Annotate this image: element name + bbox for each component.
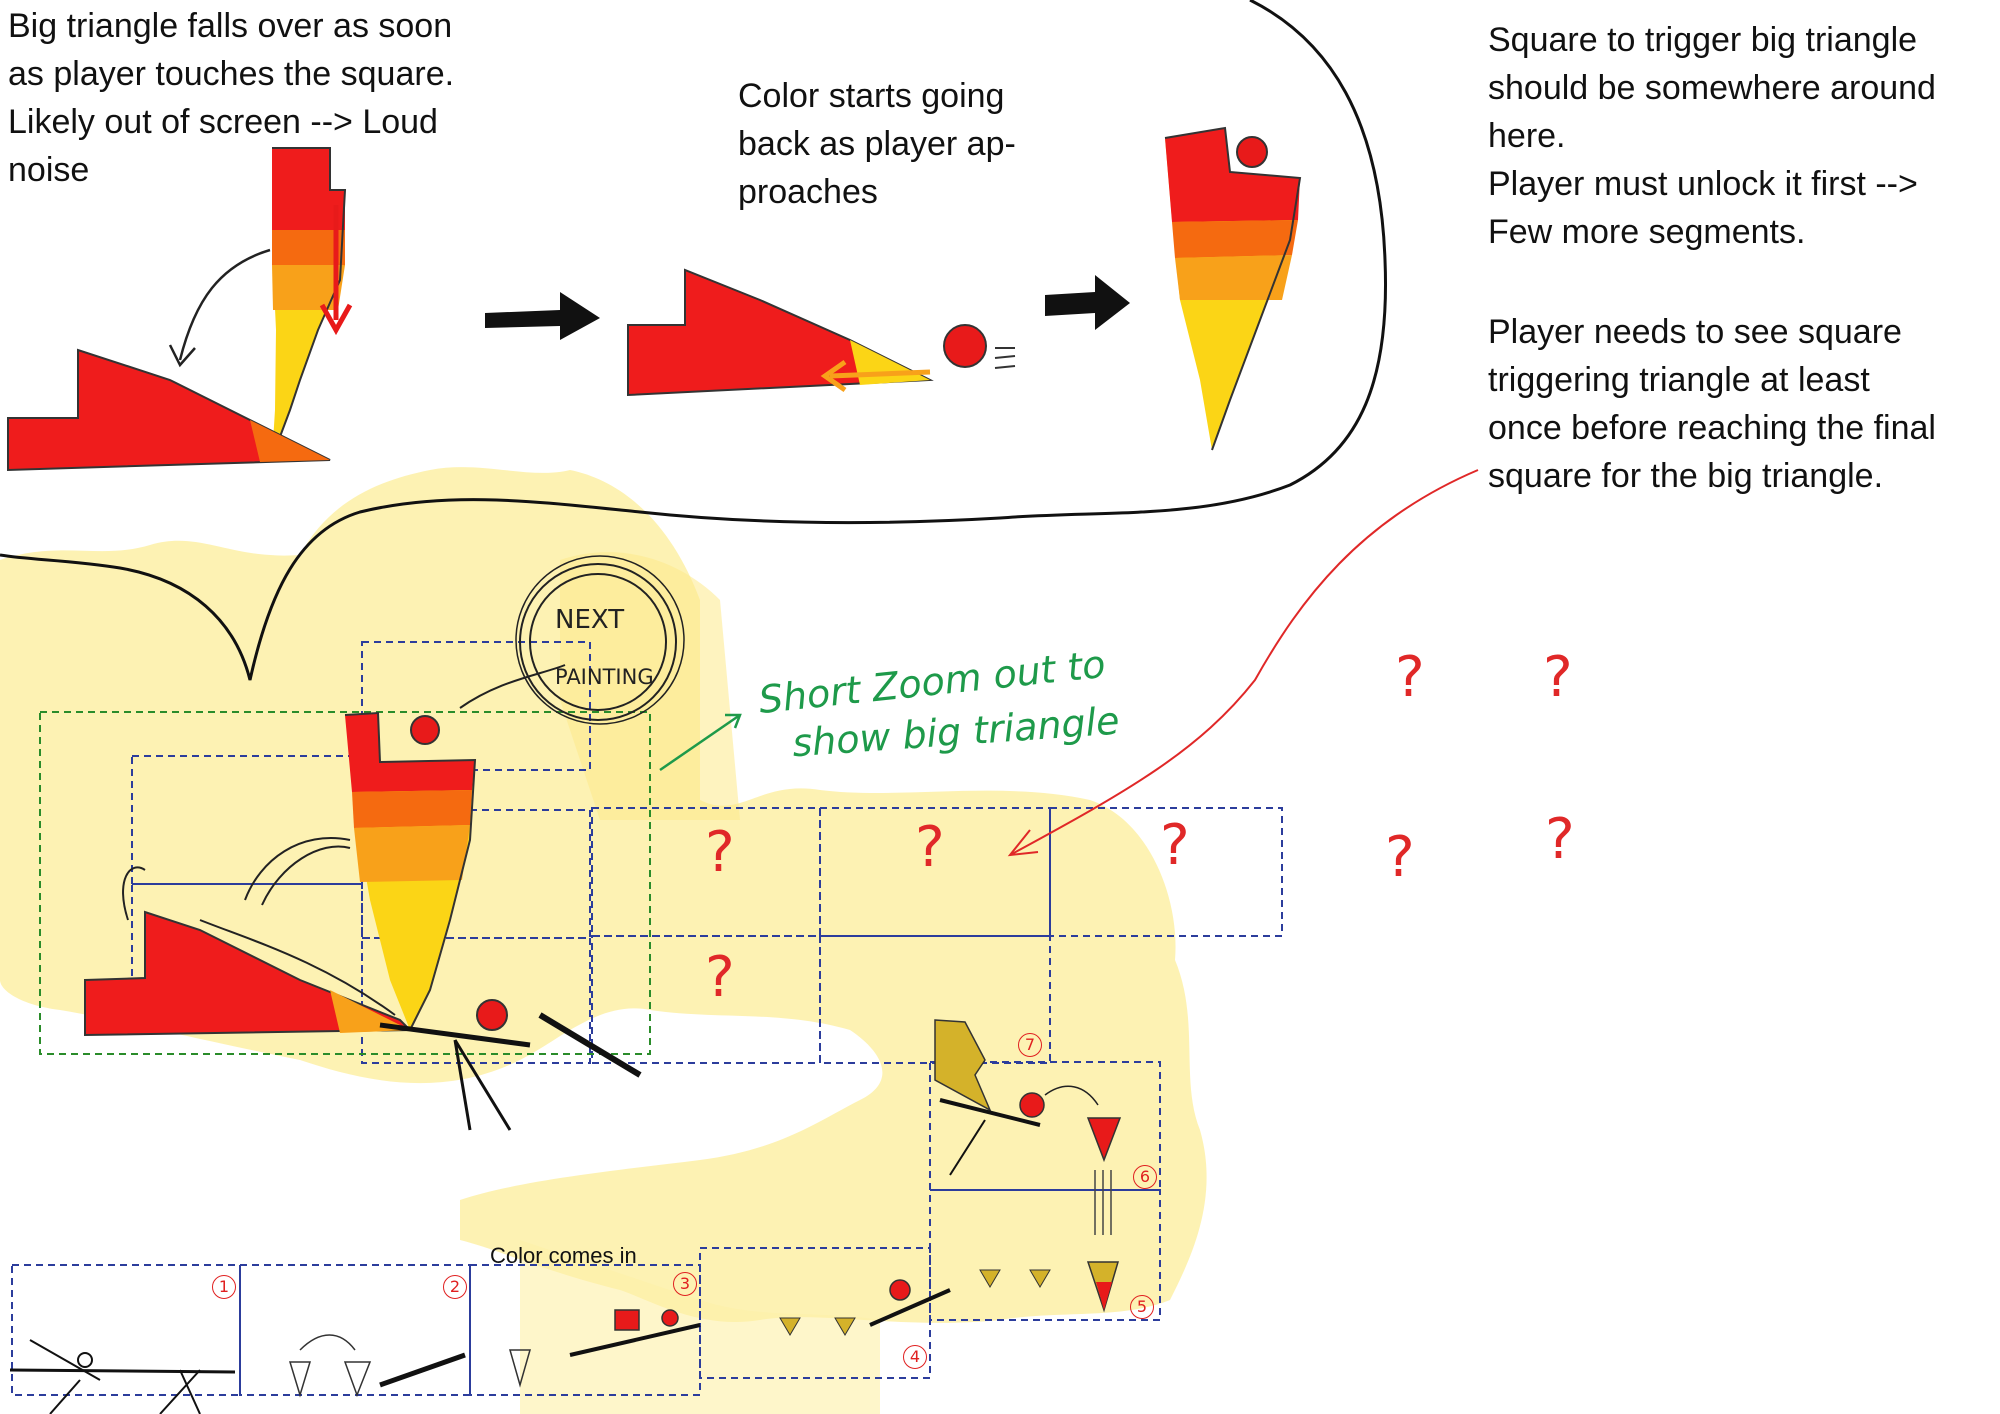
segment-number: 1 — [212, 1275, 236, 1299]
note-falls-over: Big triangle falls over as soon as playe… — [8, 7, 455, 189]
note-color-back: Color starts going back as player ap- pr… — [738, 77, 1016, 211]
note-square-trigger: Square to trigger big triangle should be… — [1488, 21, 1936, 251]
question-mark: ? — [1543, 645, 1573, 710]
next-painting-label-line1: NEXT — [555, 605, 625, 635]
segment-number: 3 — [673, 1272, 697, 1296]
next-painting-label-line2: PAINTING — [555, 665, 654, 689]
segment-number: 6 — [1133, 1165, 1157, 1189]
note-player-needs: Player needs to see square triggering tr… — [1488, 313, 1936, 495]
color-comes-in-label: Color comes in — [490, 1243, 637, 1268]
question-mark: ? — [1545, 807, 1575, 872]
segment-number: 4 — [903, 1345, 927, 1369]
question-mark: ? — [1160, 813, 1190, 878]
question-mark: ? — [705, 820, 735, 885]
question-mark: ? — [915, 815, 945, 880]
question-mark: ? — [705, 945, 735, 1010]
segment-number: 5 — [1130, 1295, 1154, 1319]
segment-number: 7 — [1018, 1033, 1042, 1057]
question-mark: ? — [1395, 645, 1425, 710]
segment-number: 2 — [443, 1275, 467, 1299]
question-mark: ? — [1385, 825, 1415, 890]
